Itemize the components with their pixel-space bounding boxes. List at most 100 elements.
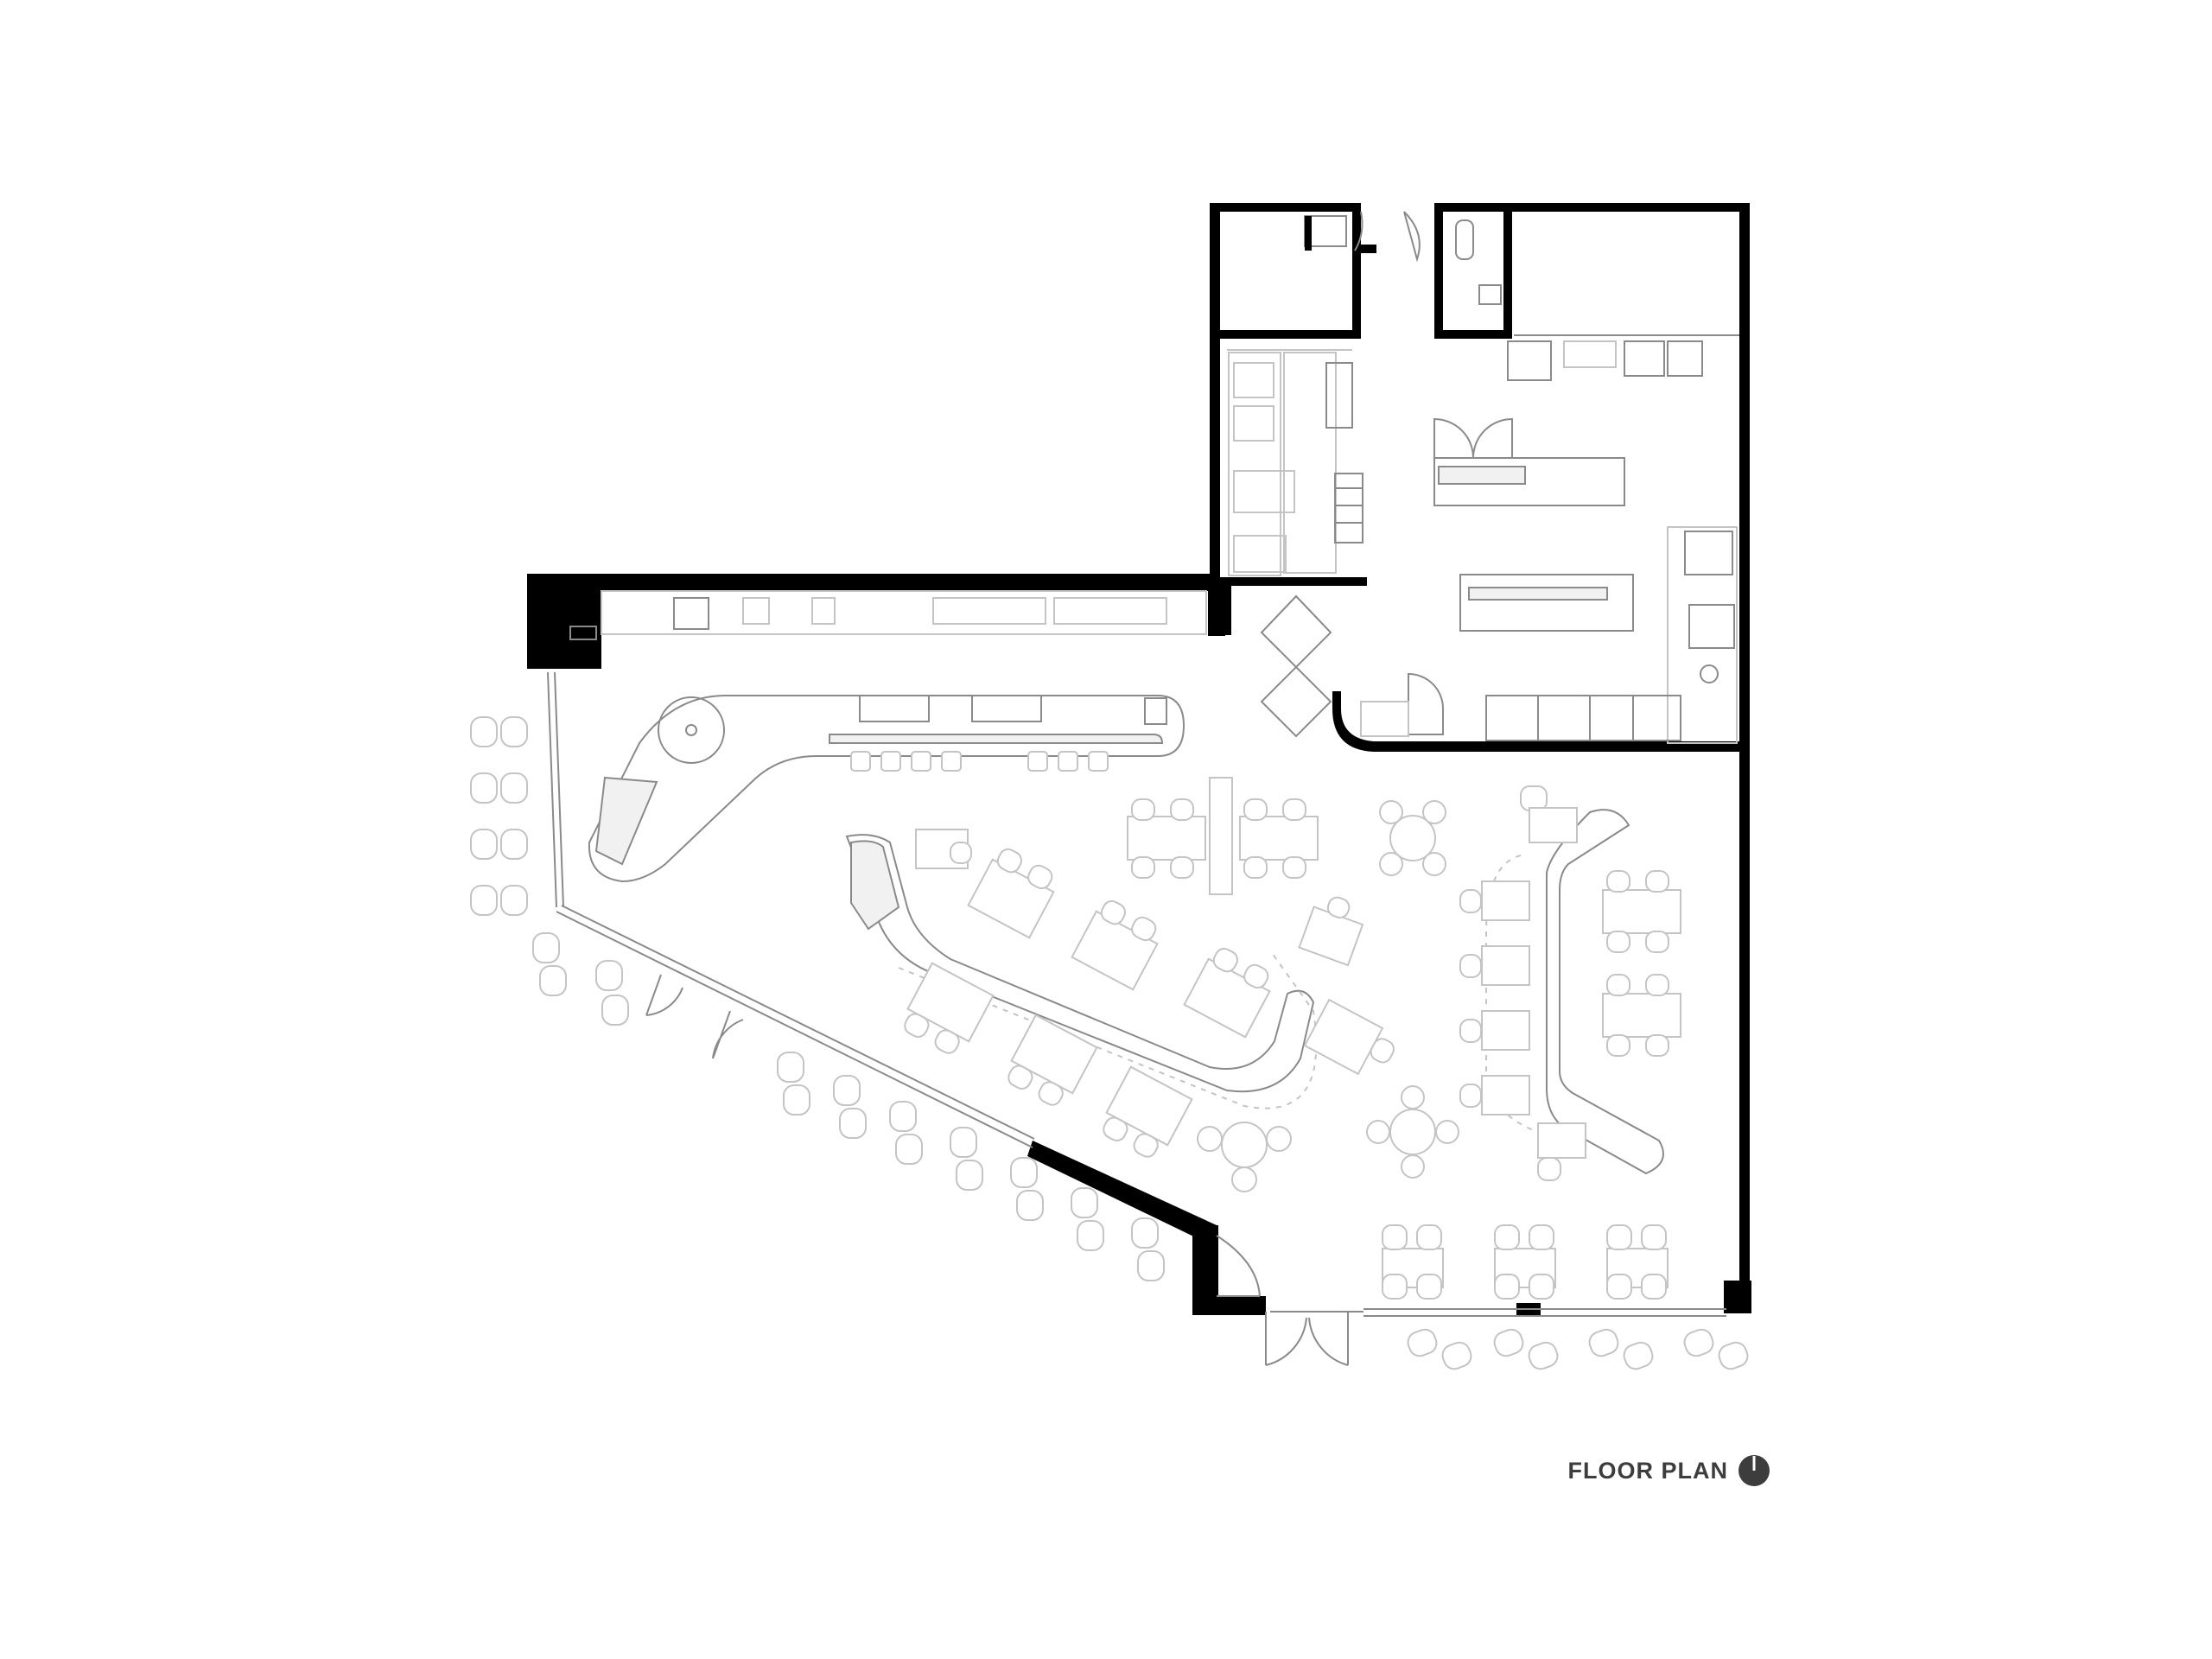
table (1303, 998, 1384, 1076)
chair (996, 848, 1023, 874)
chair (1606, 974, 1630, 996)
kitchen-counter-left (1228, 352, 1281, 576)
kitchen-line-counter (1459, 574, 1634, 632)
walls (527, 203, 1751, 1317)
kitchen-right-counter (1667, 526, 1738, 744)
floor-plan-label: FLOOR PLAN (1567, 1458, 1728, 1484)
dining-right (1366, 785, 1681, 1181)
dining-bottom (1382, 1224, 1669, 1300)
back-bar-unit-2 (811, 597, 836, 625)
bar-stool (850, 751, 871, 772)
chair (1588, 1328, 1619, 1357)
round-table (1221, 1122, 1268, 1168)
column-top-mid (1208, 591, 1225, 636)
chair (539, 965, 567, 996)
table-group (967, 848, 1055, 939)
chair (1606, 870, 1630, 893)
chair (1170, 798, 1194, 821)
chair (889, 1101, 917, 1132)
chair (1645, 1034, 1669, 1057)
chair (1645, 974, 1669, 996)
chair (1641, 1274, 1667, 1300)
kitchen-appliance-1 (1233, 362, 1274, 398)
chair (1441, 1341, 1472, 1370)
table-group (1298, 896, 1364, 967)
bar-stool (880, 751, 901, 772)
wall-store-room-bottom (1220, 330, 1352, 339)
chair (1416, 1274, 1442, 1300)
door-side-entry (1216, 1235, 1261, 1297)
chair (950, 842, 972, 864)
chair-round (1366, 1120, 1390, 1144)
chair (1170, 856, 1194, 879)
chair (839, 1108, 867, 1139)
kitchen-prep-island (1433, 457, 1625, 506)
round-table (1389, 1109, 1436, 1155)
chair (532, 932, 560, 963)
table-group (1071, 899, 1159, 991)
wall-right (1739, 203, 1750, 1283)
back-bar (569, 590, 1207, 640)
bar-stool (1027, 751, 1048, 772)
wall-inner-notch-fill (1305, 216, 1312, 251)
banquette-center-fill (850, 840, 900, 931)
chair (1459, 1084, 1482, 1108)
table (1602, 993, 1681, 1038)
chair (950, 1127, 977, 1158)
chair (1243, 798, 1268, 821)
kitchen-appliance-3 (1233, 470, 1295, 513)
bar-counter (588, 695, 1185, 883)
banquette-center-dashed (898, 950, 1318, 1109)
chair (1100, 899, 1127, 925)
table (906, 962, 995, 1043)
banquette-right (1485, 809, 1664, 1175)
chair (1645, 870, 1669, 893)
bar-counter-curve (588, 695, 1185, 883)
table (967, 858, 1055, 939)
chair (500, 885, 528, 916)
wall-store-room (1210, 203, 1361, 339)
chair-round (1266, 1126, 1292, 1152)
chair (1529, 1224, 1554, 1250)
kitchen-top-unit-2 (1624, 340, 1665, 377)
chair (1718, 1341, 1749, 1370)
chair (1407, 1328, 1438, 1357)
exterior-seating-bottom (1407, 1328, 1749, 1370)
table (1071, 910, 1159, 991)
glazing-diag (556, 911, 1033, 1148)
chair (500, 829, 528, 860)
wall-kitchen-top (1220, 577, 1367, 586)
chair (1131, 798, 1155, 821)
chair (1606, 1034, 1630, 1057)
table (1481, 1075, 1530, 1116)
bar-station-3 (1144, 697, 1167, 725)
chair (1623, 1341, 1654, 1370)
chair (500, 772, 528, 804)
wall-outline (527, 203, 1361, 635)
chair-round (1422, 852, 1446, 876)
kitchen-burner (1700, 664, 1719, 683)
bar-station-1 (859, 695, 930, 722)
chair-round (1435, 1120, 1459, 1144)
chair (470, 885, 498, 916)
glazing-diag-b (561, 905, 1035, 1140)
chair (1528, 1341, 1559, 1370)
chair (904, 1013, 930, 1038)
chair (1077, 1220, 1104, 1251)
chair (783, 1084, 810, 1116)
kitchen-shelf (1283, 352, 1337, 574)
table (1209, 777, 1233, 895)
chair (1606, 1274, 1632, 1300)
chair (470, 772, 498, 804)
chair (500, 716, 528, 747)
table (1602, 889, 1681, 934)
glazing-left (547, 671, 557, 908)
restroom-sink (1478, 284, 1502, 305)
kitchen-bottom-appliances (1485, 695, 1681, 741)
bar-stools (850, 751, 1109, 772)
wall-restroom (1434, 203, 1748, 339)
wall-kitchen-partition (1332, 691, 1739, 752)
bar-stool (1088, 751, 1109, 772)
table (1239, 816, 1319, 861)
bar-station-2 (971, 695, 1042, 722)
